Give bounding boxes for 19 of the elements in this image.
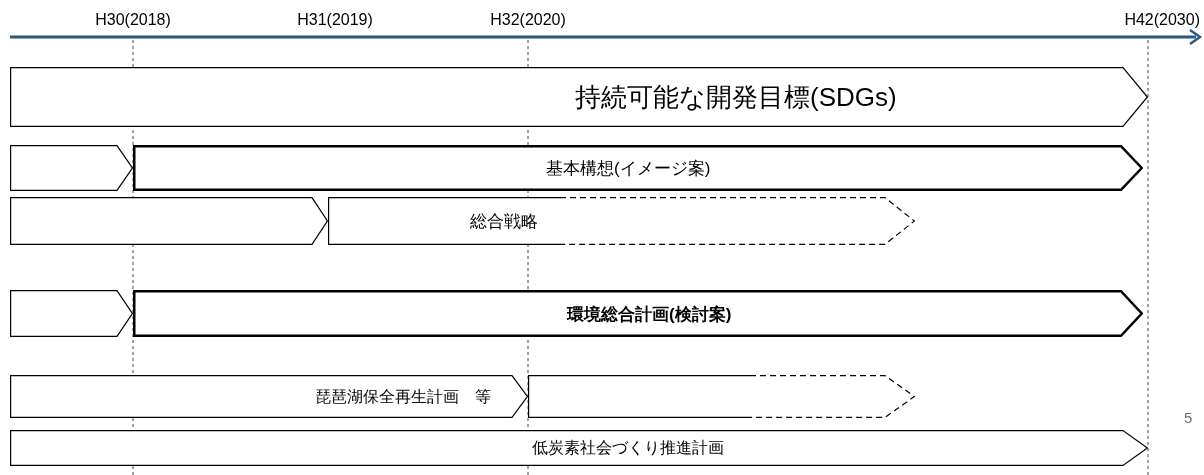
chevron-bar	[10, 430, 1148, 466]
bar-label: 基本構想(イメージ案)	[546, 159, 711, 177]
bar-label: 低炭素社会づくり推進計画	[532, 440, 724, 456]
chevron-bar	[10, 290, 133, 337]
bar-label: 総合戦略	[470, 212, 538, 230]
chevron-bar	[10, 197, 328, 245]
year-label: H30(2018)	[95, 12, 171, 28]
year-label: H42(2030)	[1124, 12, 1200, 28]
chevron-bar	[10, 67, 1148, 127]
chevron-bar	[528, 375, 915, 418]
year-label: H32(2020)	[490, 12, 566, 28]
page-number: 5	[1184, 410, 1193, 425]
bar-label: 琵琶湖保全再生計画 等	[315, 388, 491, 405]
chevron-bar	[10, 375, 528, 418]
year-label: H31(2019)	[297, 12, 373, 28]
bar-label: 持続可能な開発目標(SDGs)	[575, 84, 897, 110]
bar-label: 環境総合計画(検討案)	[567, 305, 732, 322]
chevron-bar	[10, 145, 133, 191]
chevron-bar	[328, 197, 915, 245]
